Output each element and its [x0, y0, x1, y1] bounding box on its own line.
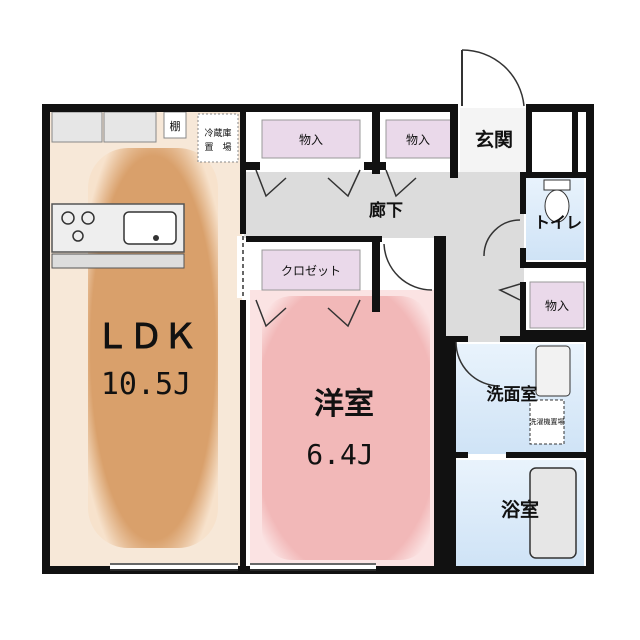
- toilet-door-swing: [483, 219, 521, 257]
- bathtub: [529, 467, 577, 559]
- western-floor-center: [262, 296, 430, 560]
- corridor-floor-branch: [440, 172, 524, 342]
- windows: [110, 236, 376, 571]
- closet-door-left: [255, 299, 287, 328]
- entrance-door-swing: [461, 49, 525, 107]
- entrance-floor: [460, 108, 528, 172]
- ldk-room-name: ＬＤＫ: [95, 317, 197, 357]
- counter-base: [51, 253, 185, 269]
- shelf-label: 棚: [170, 119, 181, 133]
- western-room-size: 6.4J: [306, 438, 373, 471]
- closet-door-right: [327, 299, 361, 328]
- upper-cabinet-1: [51, 111, 103, 143]
- sink-drain: [153, 235, 159, 241]
- washer-space-label: 洗濯機置場: [530, 417, 565, 426]
- storage1-door-right: [327, 169, 361, 198]
- western-door-swing: [383, 243, 433, 291]
- stove-burner-1: [61, 211, 75, 225]
- fridge-space: [197, 113, 239, 163]
- ldk-room-size: 10.5J: [101, 367, 191, 402]
- toilet-bowl: [544, 189, 570, 223]
- storage-1-label: 物入: [299, 133, 323, 147]
- corridor-label: 廊下: [369, 200, 403, 221]
- closet: [261, 249, 361, 291]
- closet-label: クロゼット: [281, 264, 341, 278]
- storage-1: [261, 119, 361, 159]
- storage3-door: [497, 283, 521, 301]
- stove-burner-2: [81, 211, 95, 225]
- upper-cabinet-2: [103, 111, 157, 143]
- washroom-door-swing: [455, 341, 501, 387]
- storage-3: [529, 281, 585, 329]
- bathroom-label: 浴室: [501, 498, 539, 521]
- wash-basin: [535, 345, 571, 397]
- storage2-door: [385, 169, 417, 198]
- sink: [123, 211, 177, 245]
- toilet-label: トイレ: [534, 213, 582, 232]
- stove-burner-3: [72, 230, 84, 242]
- entrance-label: 玄関: [475, 128, 513, 151]
- toilet-tank: [543, 179, 571, 191]
- washer-space: [529, 399, 565, 445]
- storage-3-label: 物入: [545, 299, 569, 313]
- fridge-label-line1: 冷蔵庫: [204, 127, 231, 139]
- washroom-label: 洗面室: [487, 384, 538, 405]
- western-room-name: 洋室: [314, 387, 374, 422]
- storage1-door-left: [255, 169, 287, 198]
- fridge-label-line2: 置 場: [204, 141, 231, 153]
- storage-2-label: 物入: [406, 133, 430, 147]
